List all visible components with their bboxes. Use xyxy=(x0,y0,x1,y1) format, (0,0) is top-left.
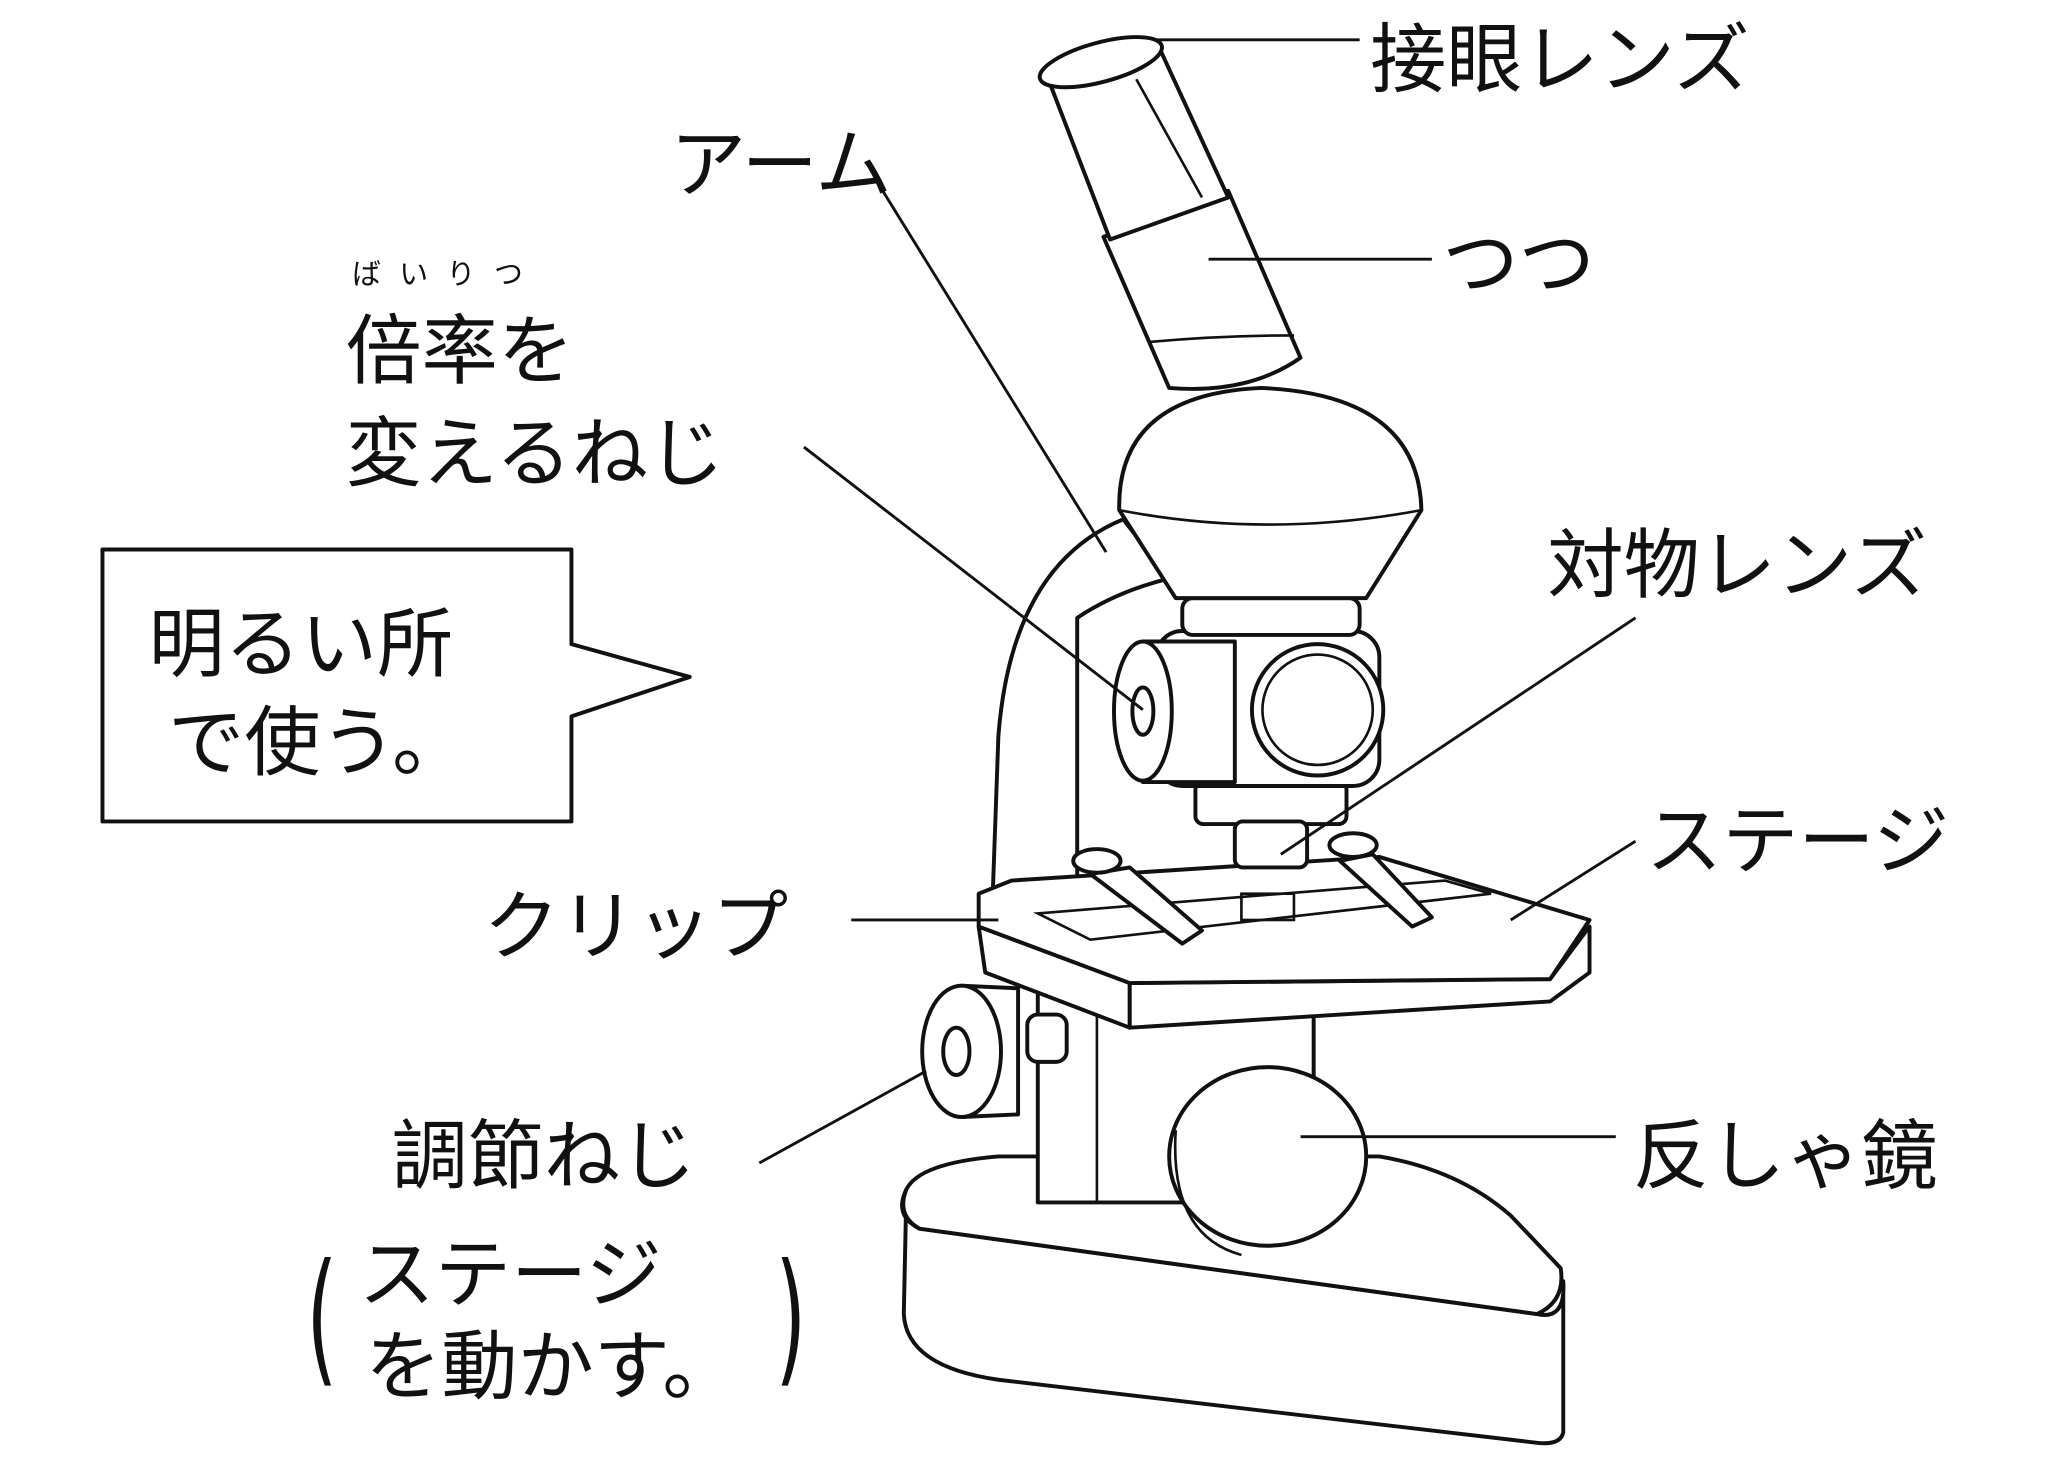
eyepiece-lens xyxy=(1037,35,1164,90)
label-focus-knob: 調節ねじ xyxy=(391,1112,696,1201)
label-focus-note-line1: ステージ xyxy=(359,1230,662,1319)
label-eyepiece: 接眼レンズ xyxy=(1370,15,1749,104)
label-clip: クリップ xyxy=(483,882,788,971)
body-tube xyxy=(1101,188,1303,391)
microscope-illustration xyxy=(900,35,1592,1446)
label-revolver-line2: 変えるねじ xyxy=(345,409,724,498)
label-revolver-ruby: ばいりつ xyxy=(352,257,523,291)
label-focus-note-line2: を動かす。 xyxy=(365,1322,738,1411)
label-focus-note-close: ) xyxy=(775,1233,806,1402)
head xyxy=(1117,385,1424,601)
label-arm: アーム xyxy=(670,120,892,209)
label-focus-note-open: ( xyxy=(306,1233,337,1402)
callout-line2: で使う。 xyxy=(168,698,468,787)
objective-lens xyxy=(1193,780,1349,827)
label-tube: つつ xyxy=(1442,218,1594,307)
label-mirror: 反しゃ鏡 xyxy=(1633,1112,1938,1201)
callout-bubble: 明るい所 で使う。 xyxy=(100,547,692,824)
label-revolver-line1: 倍率を xyxy=(345,306,574,395)
leader-lines xyxy=(758,38,1637,1165)
mirror xyxy=(1167,1065,1369,1248)
label-objective: 対物レンズ xyxy=(1547,521,1926,610)
label-stage: ステージ xyxy=(1646,796,1949,885)
callout-line1: 明るい所 xyxy=(148,599,453,688)
arm xyxy=(989,517,1172,922)
